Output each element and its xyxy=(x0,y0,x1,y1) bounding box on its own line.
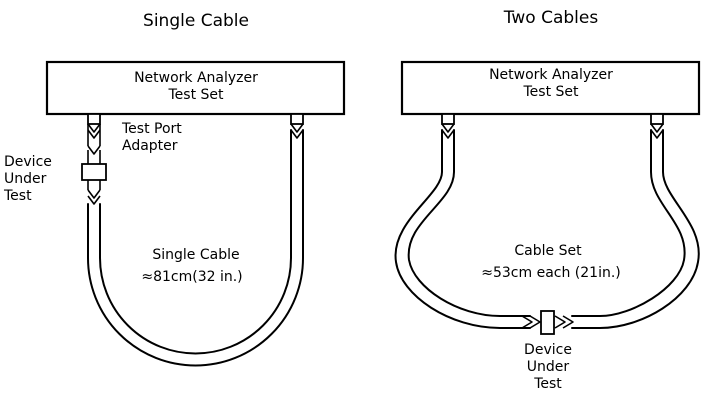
analyzer-label-line1: Network Analyzer xyxy=(489,67,613,83)
analyzer-label-line2: Test Set xyxy=(167,87,224,103)
analyzer-label-line2: Test Set xyxy=(522,84,579,100)
right-test-port-connector xyxy=(650,113,664,139)
network-analyzer-test-set-box xyxy=(45,60,346,116)
network-analyzer-test-set-box xyxy=(400,60,701,116)
dut-label-line1: Device xyxy=(524,342,572,358)
left-test-port-connector xyxy=(87,113,101,164)
cable-set-label-line1: Cable Set xyxy=(514,243,582,259)
analyzer-label-line1: Network Analyzer xyxy=(134,70,258,86)
dut-label-line3: Test xyxy=(533,376,562,392)
cable-set-length-label: ≈53cm each (21in.) xyxy=(481,265,621,281)
left-cable-inner xyxy=(407,129,531,317)
device-under-test-block xyxy=(81,163,107,205)
dut-label-line2: Under xyxy=(4,171,47,187)
dut-label-line1: Device xyxy=(4,154,52,170)
test-port-adapter-label-line2: Adapter xyxy=(122,138,178,154)
dut-label-line3: Test xyxy=(3,188,32,204)
single-cable-length-label: ≈81cm(32 in.) xyxy=(141,269,242,285)
device-under-test-block xyxy=(521,310,574,335)
two-cables-title: Two Cables xyxy=(503,8,599,28)
single-cable-title: Single Cable xyxy=(143,11,249,31)
right-cable-outer xyxy=(571,129,700,329)
right-test-port-connector xyxy=(290,113,304,139)
left-test-port-connector xyxy=(441,113,455,139)
right-cable-inner xyxy=(571,129,686,317)
test-port-adapter-label-line1: Test Port xyxy=(121,121,182,137)
two-cables-panel: Two Cables Network Analyzer Test Set xyxy=(394,8,701,392)
single-cable-inner xyxy=(99,129,292,355)
single-cable-panel: Single Cable Network Analyzer Test Set xyxy=(3,11,346,367)
left-cable-outer xyxy=(394,129,531,329)
single-cable-label-line1: Single Cable xyxy=(152,247,239,263)
single-cable-outer xyxy=(87,129,304,367)
dut-label-line2: Under xyxy=(527,359,570,375)
